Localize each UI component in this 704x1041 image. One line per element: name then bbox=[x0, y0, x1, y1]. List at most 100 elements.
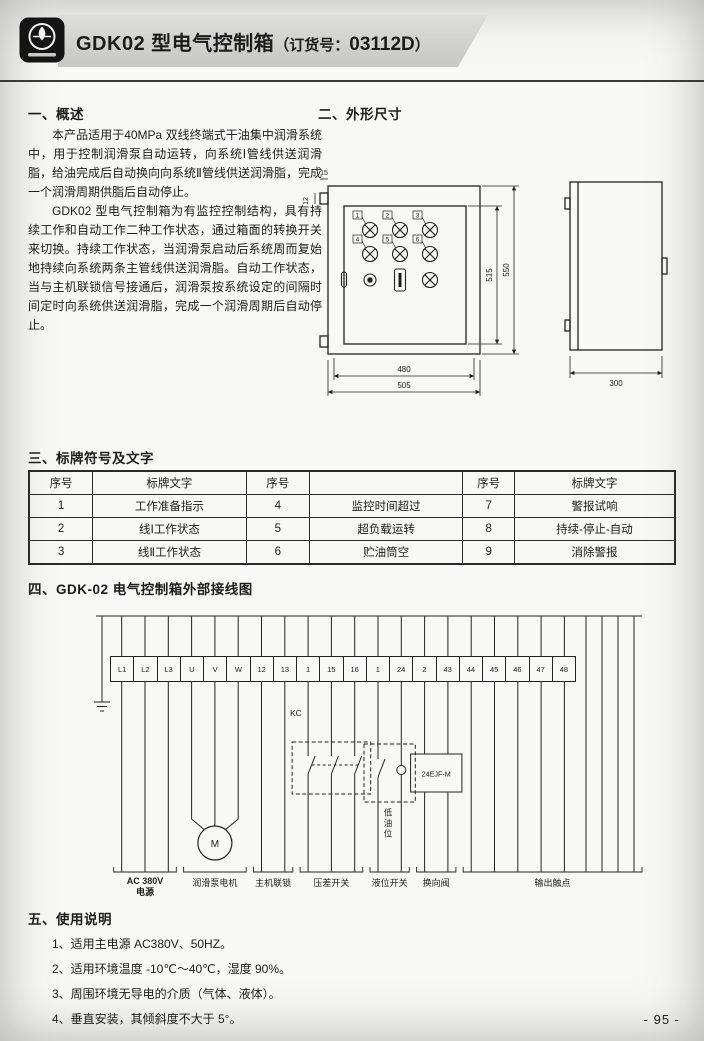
label-table-header-cell: 序号 bbox=[462, 470, 515, 495]
label-table-cell: 3 bbox=[28, 540, 94, 565]
label-table-header-cell: 标牌文字 bbox=[513, 470, 676, 495]
group-label-power-line2: 电源 bbox=[135, 887, 154, 897]
group-label-valve: 换向阀 bbox=[422, 878, 450, 888]
terminal-cell: 47 bbox=[528, 657, 552, 681]
terminal-cell: L2 bbox=[133, 657, 156, 681]
label-table-header-cell bbox=[308, 470, 464, 495]
label-table-cell: 超负载运转 bbox=[308, 517, 464, 541]
dim-width-outer: 505 bbox=[397, 381, 411, 390]
label-table-header-cell: 序号 bbox=[245, 470, 310, 495]
label-table-cell: 贮油筒空 bbox=[308, 540, 464, 565]
group-label-pressure-switch: 压差开关 bbox=[313, 878, 350, 888]
valve-model-label: 24EJF-M bbox=[422, 770, 451, 779]
dimensions-heading: 二、外形尺寸 bbox=[318, 107, 402, 122]
wiring-diagram: M KC 24EJF-M bbox=[86, 604, 666, 904]
group-label-motor: 润滑泵电机 bbox=[192, 878, 238, 888]
overview-paragraph: GDK02 型电气控制箱为有监控控制结构，具有持续工作和自动工作二种工作状态，通… bbox=[28, 204, 322, 332]
usage-item: 1、适用主电源 AC380V、50HZ。 bbox=[52, 937, 233, 951]
group-label-output-contacts: 输出触点 bbox=[534, 878, 571, 888]
label-table-cell: 8 bbox=[462, 517, 515, 541]
lamp-number: 1 bbox=[356, 212, 360, 219]
terminal-cell: 1 bbox=[365, 657, 389, 681]
terminal-cell: 2 bbox=[412, 657, 435, 681]
dim-height-outer: 550 bbox=[502, 263, 511, 277]
overview-paragraph: 本产品适用于40MPa 双线终端式干油集中润滑系统中，用于控制润滑泵自动运转，向… bbox=[28, 128, 322, 199]
label-table-cell: 工作准备指示 bbox=[92, 494, 247, 518]
terminal-cell: 46 bbox=[505, 657, 528, 681]
terminal-cell: 13 bbox=[272, 657, 296, 681]
terminal-cell: 24 bbox=[389, 657, 412, 681]
overview-text: 本产品适用于40MPa 双线终端式干油集中润滑系统中，用于控制润滑泵自动运转，向… bbox=[28, 126, 322, 335]
header-divider bbox=[0, 80, 704, 82]
dim-width-inner: 480 bbox=[397, 365, 411, 374]
dim-tab-height: 12 bbox=[303, 197, 310, 205]
terminal-cell: 1 bbox=[296, 657, 319, 681]
page-title-main: GDK02 型电气控制箱 bbox=[76, 33, 275, 55]
usage-list: 1、适用主电源 AC380V、50HZ。 2、适用环境温度 -10℃～40℃，湿… bbox=[52, 932, 612, 1032]
dim-depth: 300 bbox=[609, 379, 623, 388]
label-table-cell: 5 bbox=[245, 517, 310, 541]
page-number: - 95 - bbox=[643, 1012, 680, 1027]
label-table-cell: 7 bbox=[462, 494, 515, 518]
low-level-label: 低油位 bbox=[383, 808, 393, 840]
group-label-power-line1: AC 380V bbox=[126, 876, 164, 886]
label-table-head-row: 序号标牌文字序号序号标牌文字 bbox=[28, 470, 676, 495]
terminal-cell: 44 bbox=[458, 657, 482, 681]
dim-tab-width: 15 bbox=[320, 170, 328, 177]
terminal-cell: L3 bbox=[156, 657, 180, 681]
label-table-cell: 持续-停止-自动 bbox=[513, 517, 676, 541]
side-view-drawing: 300 bbox=[545, 150, 685, 420]
terminal-cell: V bbox=[203, 657, 226, 681]
brand-logo bbox=[18, 16, 66, 64]
order-prefix: （订货号： bbox=[274, 37, 350, 54]
group-label-interlock: 主机联锁 bbox=[255, 878, 292, 888]
usage-item: 3、周围环境无导电的介质（气体、液体）。 bbox=[52, 987, 281, 1001]
label-table-cell: 4 bbox=[245, 494, 310, 518]
label-table-cell: 6 bbox=[245, 540, 310, 565]
label-table-cell: 2 bbox=[28, 517, 94, 541]
dim-height-inner: 515 bbox=[485, 268, 494, 282]
terminal-cell: 45 bbox=[482, 657, 505, 681]
terminal-cell: L1 bbox=[117, 664, 127, 674]
label-table-header-cell: 序号 bbox=[28, 470, 94, 495]
terminal-cell: U bbox=[179, 657, 203, 681]
title-band bbox=[58, 15, 488, 67]
overview-heading: 一、概述 bbox=[28, 107, 84, 122]
lamp-number: 4 bbox=[356, 236, 360, 243]
wiring-heading: 四、GDK-02 电气控制箱外部接线图 bbox=[28, 582, 253, 597]
group-label-power: AC 380V 电源 bbox=[127, 876, 164, 898]
terminal-cell: 12 bbox=[249, 657, 273, 681]
label-table-cell: 线Ⅰ工作状态 bbox=[92, 517, 247, 541]
label-table-cell: 线Ⅱ工作状态 bbox=[92, 540, 247, 565]
label-table-header-cell: 标牌文字 bbox=[92, 470, 247, 495]
group-label-level-switch: 液位开关 bbox=[371, 878, 408, 888]
usage-item: 2、适用环境温度 -10℃～40℃，湿度 90%。 bbox=[52, 962, 292, 976]
lamp-number: 2 bbox=[386, 212, 390, 219]
lamp-number: 3 bbox=[416, 212, 420, 219]
page-title: GDK02 型电气控制箱（订货号：03112D） bbox=[76, 27, 430, 56]
label-table-cell: 9 bbox=[462, 540, 515, 565]
kc-relay-label: KC bbox=[290, 708, 302, 718]
terminal-cell: 15 bbox=[319, 657, 342, 681]
terminal-cell: 48 bbox=[551, 657, 575, 681]
front-view-drawing: 1 2 3 4 5 6 bbox=[292, 148, 532, 433]
terminal-cell: 43 bbox=[435, 657, 459, 681]
order-suffix: ） bbox=[414, 37, 430, 54]
usage-heading: 五、使用说明 bbox=[28, 912, 112, 927]
label-table-cell: 1 bbox=[28, 494, 94, 518]
brand-logo-icon bbox=[19, 17, 65, 63]
lamp-number: 6 bbox=[416, 236, 420, 243]
usage-item: 4、垂直安装，其倾斜度不大于 5°。 bbox=[52, 1012, 242, 1026]
label-table-cell: 监控时间超过 bbox=[308, 494, 464, 518]
motor-label: M bbox=[211, 839, 219, 850]
labels-heading: 三、标牌符号及文字 bbox=[28, 451, 154, 466]
terminal-cell: 16 bbox=[342, 657, 366, 681]
order-number: 03112D bbox=[349, 34, 415, 55]
lamp-number: 5 bbox=[386, 236, 390, 243]
